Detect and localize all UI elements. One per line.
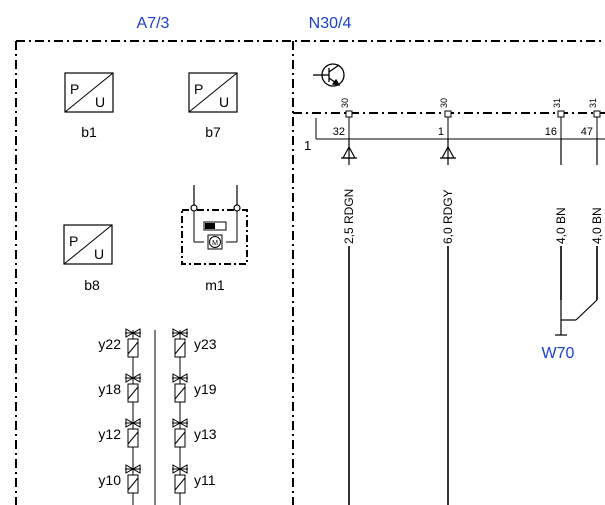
motor-m1: M m1 [181,185,248,293]
pin-32: 30 32 2,5 RDGN [333,98,357,505]
solenoid-valve-icon [172,328,188,358]
solenoid-valve-y11: y11 [172,464,216,494]
sensor-p-label: P [69,233,78,249]
wire-label: 4,0 BN [554,207,568,244]
valve-label-y11: y11 [194,472,216,488]
pin-terminal-icon [345,110,353,118]
solenoid-valve-y22: y22 [98,328,141,358]
component-label-m1: m1 [205,277,225,293]
pin-number: 32 [333,126,345,138]
pin-terminal-icon [444,110,452,118]
solenoid-valve-icon [125,373,141,403]
solenoid-valve-y13: y13 [172,418,217,448]
pin-number: 1 [438,126,444,138]
motor-m-label: M [212,240,218,247]
solenoid-valve-y10: y10 [98,464,141,494]
valve-label-y23: y23 [194,336,217,352]
solenoid-valve-icon [125,464,141,494]
valve-label-y12: y12 [98,426,121,442]
wire-label: 4,0 BN [590,207,604,244]
pin-terminal-icon [593,110,601,118]
valve-label-y13: y13 [194,426,217,442]
motor-icon [181,185,248,265]
pin-16: 31 16 4,0 BN [545,98,568,300]
pressure-sensor-icon [63,224,113,265]
wire-label: 6,0 RDGY [441,189,455,244]
solenoid-valve-y23: y23 [172,328,217,358]
sensor-p-label: P [70,81,79,97]
solenoid-valve-icon [125,328,141,358]
module-boundaries [15,40,605,505]
pins: 30 32 2,5 RDGN 30 1 6,0 RDGY 31 16 4,0 BN 31 47 4,0… [333,98,604,505]
sensor-u-label: U [94,246,104,262]
solenoid-valve-icon [172,373,188,403]
terminal-label: 30 [439,98,449,108]
terminal-label: 30 [340,98,350,108]
wire-label: 2,5 RDGN [342,189,356,244]
solenoid-valve-icon [125,418,141,448]
terminal-label: 31 [552,98,562,108]
pressure-sensor-b7: P U b7 [188,72,238,140]
pin-number: 16 [545,126,557,138]
terminal-label: 31 [588,98,598,108]
solenoid-valve-y19: y19 [172,373,217,403]
pin-number: 47 [581,126,593,138]
component-label-b1: b1 [81,124,97,140]
sensor-p-label: P [194,81,203,97]
valve-label-y18: y18 [98,381,121,397]
ground-label-w70: W70 [542,345,575,362]
pressure-sensor-b8: P U b8 [63,224,113,293]
pin-47: 31 47 4,0 BN [581,98,604,300]
sensor-u-label: U [219,94,229,110]
transistor-icon [313,63,345,87]
pressure-sensor-b1: P U b1 [64,72,114,140]
pressure-sensor-icon [64,72,114,113]
connector-bar [315,118,605,140]
module-label-a7-3: A7/3 [137,15,170,32]
valve-label-y22: y22 [98,336,121,352]
component-label-b8: b8 [84,277,100,293]
solenoid-valve-stack: y22 y23 y18 y19 y12 y13 y10 y11 [98,328,217,494]
connector-label: 1 [304,138,311,153]
pin-terminal-icon [557,110,565,118]
sensor-u-label: U [95,94,105,110]
pin-1: 30 1 6,0 RDGY [438,98,456,505]
solenoid-valve-y18: y18 [98,373,141,403]
component-label-b7: b7 [205,124,221,140]
solenoid-valve-icon [172,464,188,494]
valve-label-y19: y19 [194,381,217,397]
module-label-n30-4: N30/4 [309,15,352,32]
pressure-sensor-icon [188,72,238,113]
solenoid-valve-y12: y12 [98,418,141,448]
solenoid-valve-icon [172,418,188,448]
valve-label-y10: y10 [98,472,121,488]
valve-bus-lines [132,330,181,505]
ground-icon [555,299,598,336]
